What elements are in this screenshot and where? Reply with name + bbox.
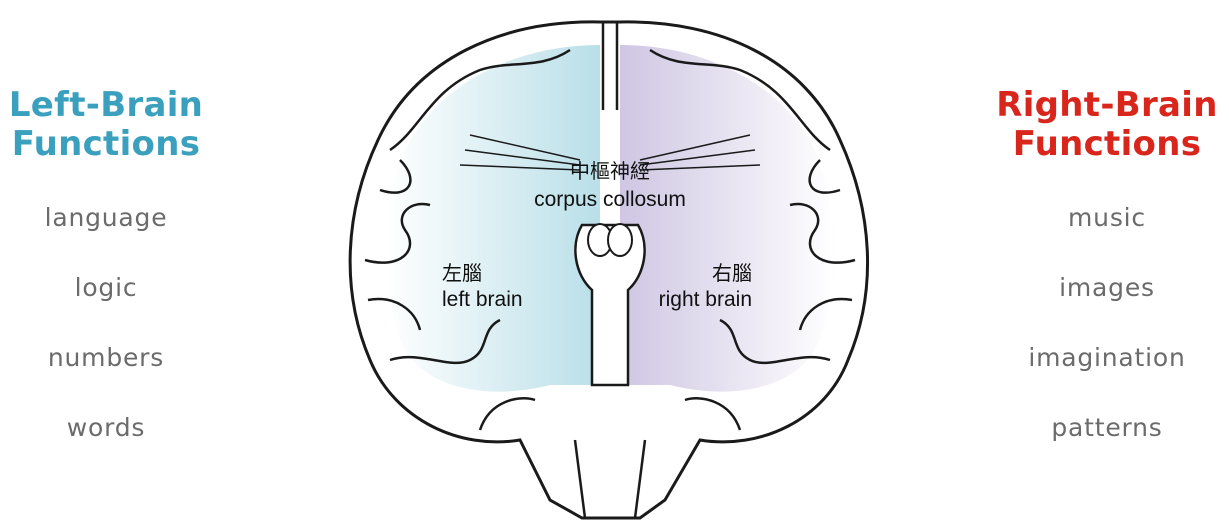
brain-stem: [573, 439, 647, 519]
right-hemisphere-region: [620, 45, 835, 392]
right-function-item: imagination: [1028, 343, 1186, 372]
left-hemisphere-region: [385, 45, 600, 392]
left-brain-title: Left-Brain Functions: [0, 86, 212, 164]
right-title-line1: Right-Brain: [996, 85, 1218, 125]
ventricle: [574, 223, 646, 387]
brain-cross-section-diagram: 中樞神經 corpus collosum 左腦 left brain 右腦 ri…: [348, 20, 870, 520]
left-brain-label: left brain: [442, 288, 523, 311]
right-function-item: music: [1068, 203, 1146, 232]
corpus-callosum-label: corpus collosum: [534, 188, 686, 211]
left-function-item: logic: [74, 273, 138, 302]
left-function-item: language: [44, 203, 168, 232]
right-function-item: images: [1059, 273, 1155, 302]
callosal-fibres: [459, 134, 761, 171]
left-brain-cjk-label: 左腦: [442, 261, 482, 285]
right-brain-title: Right-Brain Functions: [985, 86, 1229, 164]
left-title-line2: Functions: [11, 124, 201, 164]
right-function-item: patterns: [1051, 413, 1163, 442]
left-function-item: words: [66, 413, 146, 442]
longitudinal-fissure: [601, 22, 619, 110]
corpus-callosum-cjk-label: 中樞神經: [570, 159, 650, 183]
right-brain-cjk-label: 右腦: [712, 261, 752, 285]
right-title-line2: Functions: [1012, 124, 1202, 164]
right-brain-label: right brain: [659, 288, 752, 311]
left-function-item: numbers: [47, 343, 165, 372]
left-title-line1: Left-Brain: [8, 85, 204, 125]
thalamus-right: [607, 223, 633, 257]
gyri-folds: [364, 48, 856, 431]
